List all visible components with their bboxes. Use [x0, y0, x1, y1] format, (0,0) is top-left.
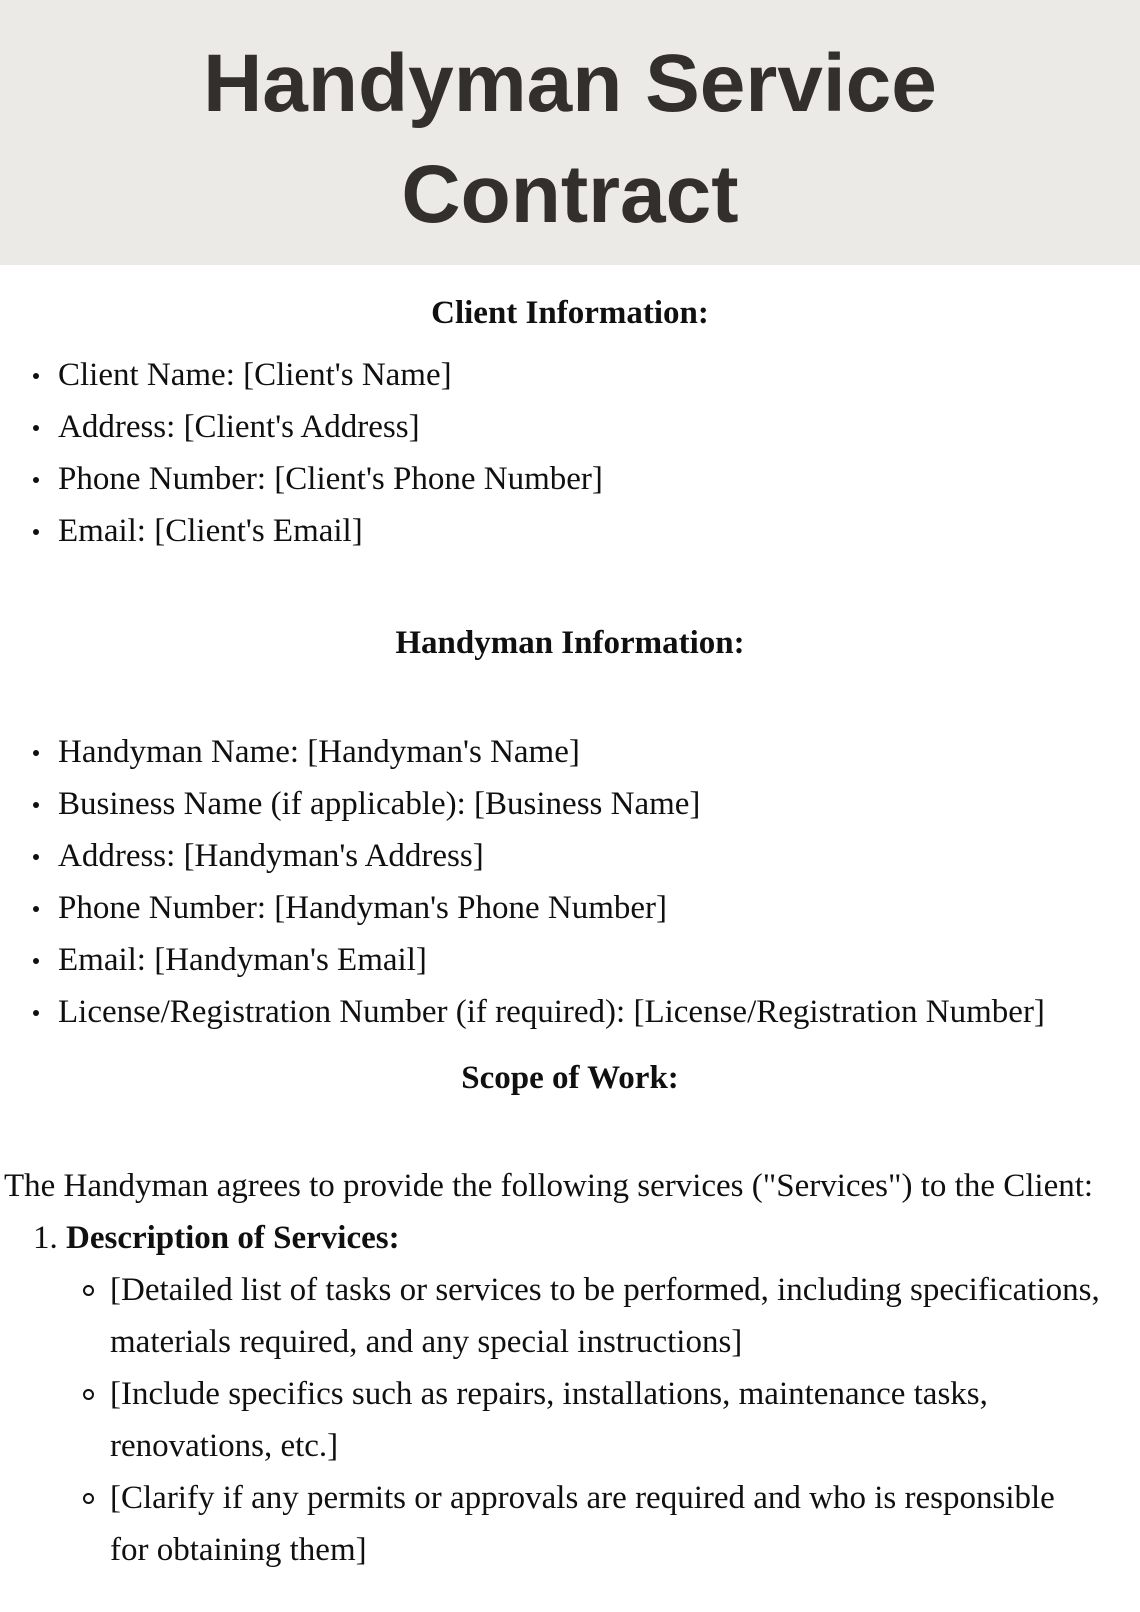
- list-item-line: renovations, etc.]: [110, 1428, 339, 1464]
- list-item: Business Name (if applicable): [Business…: [0, 778, 1140, 830]
- list-item: Phone Number: [Client's Phone Number]: [0, 453, 1140, 505]
- list-item-line: [Detailed list of tasks or services to b…: [110, 1272, 1100, 1308]
- list-item: License/Registration Number (if required…: [0, 986, 1140, 1038]
- list-item-label: Description of Services:: [66, 1220, 400, 1256]
- document-title: Handyman Service Contract: [203, 38, 937, 240]
- list-item: Address: [Handyman's Address]: [0, 830, 1140, 882]
- list-item: Client Name: [Client's Name]: [0, 349, 1140, 401]
- list-item: [Clarify if any permits or approvals are…: [66, 1472, 1140, 1576]
- document-header: Handyman Service Contract: [0, 0, 1140, 265]
- list-item-line: materials required, and any special inst…: [110, 1324, 743, 1360]
- section-heading-scope-of-work: Scope of Work:: [461, 1060, 679, 1096]
- list-item-line: for obtaining them]: [110, 1532, 367, 1568]
- client-info-list: Client Name: [Client's Name] Address: [C…: [0, 349, 1140, 557]
- list-item-line: [Include specifics such as repairs, inst…: [110, 1376, 988, 1412]
- description-sub-list: [Detailed list of tasks or services to b…: [66, 1264, 1140, 1576]
- document-body: Client Information: Client Name: [Client…: [0, 287, 1140, 1576]
- list-item: Handyman Name: [Handyman's Name]: [0, 726, 1140, 778]
- list-item: Phone Number: [Handyman's Phone Number]: [0, 882, 1140, 934]
- list-item-line: [Clarify if any permits or approvals are…: [110, 1480, 1055, 1516]
- list-item-number: 1.: [33, 1220, 58, 1256]
- list-item: [Include specifics such as repairs, inst…: [66, 1368, 1140, 1472]
- list-item: Address: [Client's Address]: [0, 401, 1140, 453]
- handyman-info-list: Handyman Name: [Handyman's Name] Busines…: [0, 726, 1140, 1038]
- section-heading-client-information: Client Information:: [431, 295, 709, 331]
- section-heading-handyman-information: Handyman Information:: [395, 625, 745, 661]
- list-item: [Detailed list of tasks or services to b…: [66, 1264, 1140, 1368]
- scope-numbered-list: 1. Description of Services: [Detailed li…: [0, 1212, 1140, 1576]
- list-item: Email: [Handyman's Email]: [0, 934, 1140, 986]
- list-item: Email: [Client's Email]: [0, 505, 1140, 557]
- numbered-list-item: 1. Description of Services: [Detailed li…: [0, 1212, 1140, 1576]
- scope-intro-paragraph: The Handyman agrees to provide the follo…: [4, 1168, 1094, 1204]
